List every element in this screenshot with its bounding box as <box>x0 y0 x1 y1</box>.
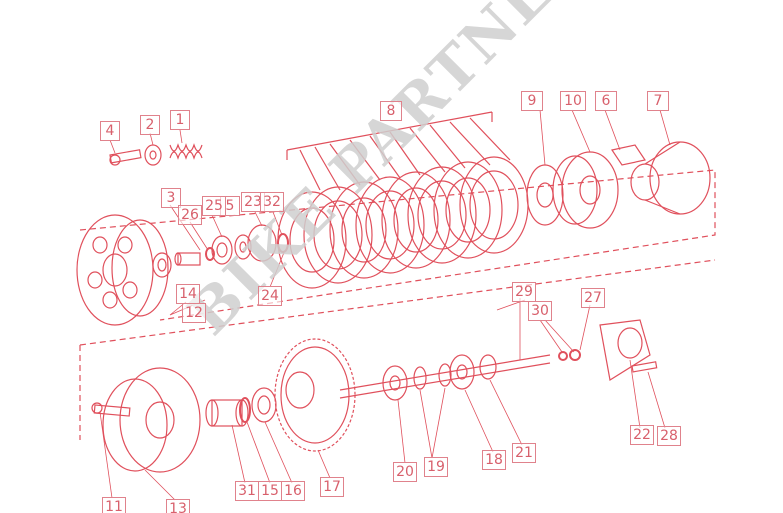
callout-9: 9 <box>521 91 543 111</box>
part-28-screw <box>631 361 658 373</box>
callout-20: 20 <box>393 462 417 482</box>
part-13-basket <box>102 367 201 473</box>
clutch-plate-stack <box>277 156 529 289</box>
callout-30: 30 <box>528 301 552 321</box>
callout-23: 23 <box>241 192 265 212</box>
callout-2: 2 <box>140 115 160 135</box>
part-1-spring <box>169 143 203 160</box>
part-11-bolt <box>91 402 131 417</box>
part-6-tab <box>611 144 646 166</box>
callout-29: 29 <box>512 282 536 302</box>
part-25-bearing <box>211 235 233 265</box>
callout-15: 15 <box>258 481 282 501</box>
part-22-cylinder <box>599 319 651 381</box>
part-9-hub <box>526 164 564 226</box>
part-17-gear <box>274 338 356 452</box>
part-18-bearing <box>449 354 475 390</box>
callout-8: 8 <box>380 101 402 121</box>
callout-17: 17 <box>320 477 344 497</box>
callout-26: 26 <box>178 205 202 225</box>
part-15-oring <box>239 397 251 423</box>
callout-16: 16 <box>281 481 305 501</box>
part-3-pin <box>174 252 201 266</box>
part-14-bushing <box>152 252 172 278</box>
part-23-cup <box>247 224 277 262</box>
callout-13: 13 <box>166 499 190 513</box>
part-16-bushing <box>251 387 277 423</box>
part-30-orings <box>558 349 581 361</box>
callout-31: 31 <box>235 481 259 501</box>
part-20-bearing <box>382 365 408 401</box>
callout-18: 18 <box>482 450 506 470</box>
callout-21: 21 <box>512 443 536 463</box>
callout-4: 4 <box>100 121 120 141</box>
pressure-plate <box>76 214 169 326</box>
callout-10: 10 <box>560 91 586 111</box>
callout-14: 14 <box>176 284 200 304</box>
part-4-bolt <box>109 149 142 166</box>
callout-1: 1 <box>170 110 190 130</box>
callout-12: 12 <box>182 303 206 323</box>
callout-25: 25 <box>202 196 226 216</box>
callout-32: 32 <box>260 192 284 212</box>
part-19-circlips <box>413 363 452 390</box>
callout-11: 11 <box>102 497 126 513</box>
callout-22: 22 <box>630 425 654 445</box>
part-21-spacer <box>479 354 497 380</box>
plate-pack-bracket <box>286 111 493 160</box>
callout-6: 6 <box>595 91 617 111</box>
part-5-washer <box>234 234 252 260</box>
callout-7: 7 <box>647 91 669 111</box>
callout-28: 28 <box>657 426 681 446</box>
callout-27: 27 <box>581 288 605 308</box>
part-7-housing <box>630 141 711 215</box>
upper-assembly-frame <box>79 169 716 321</box>
shaft <box>339 354 551 399</box>
callout-24: 24 <box>258 286 282 306</box>
callout-19: 19 <box>424 457 448 477</box>
lower-assembly-frame <box>79 259 716 440</box>
part-2-washer <box>144 144 162 166</box>
callout-3: 3 <box>161 188 181 208</box>
part-26-oring <box>205 247 215 261</box>
